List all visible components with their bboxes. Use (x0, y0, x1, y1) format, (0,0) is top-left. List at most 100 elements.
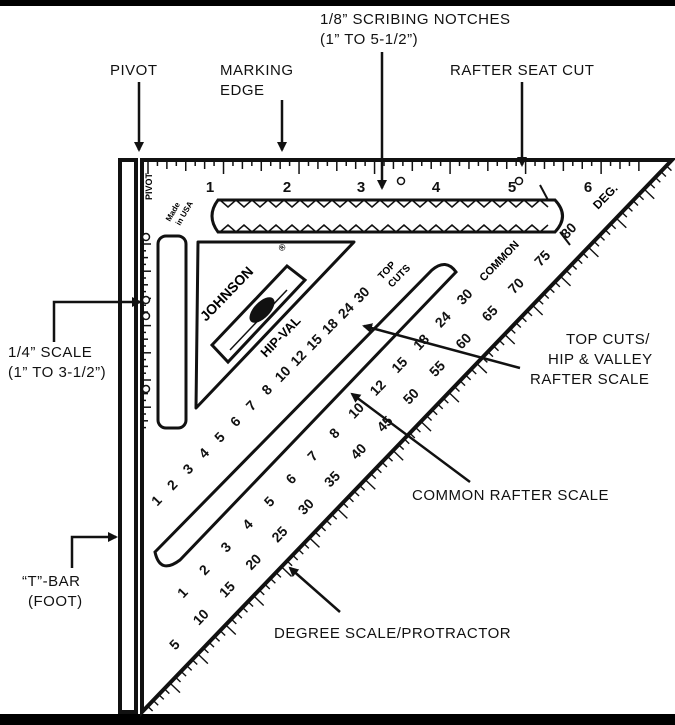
callout-quarter-scale-line2: (1” TO 3-1/2”) (8, 364, 106, 381)
callout-pivot: PIVOT (110, 62, 158, 79)
degree-tick (398, 444, 405, 451)
degree-tick (626, 205, 633, 212)
logo-triangle (194, 240, 356, 410)
degree-tick (459, 380, 466, 387)
degree-tick (197, 653, 209, 665)
callout-scribing-line1: 1/8” SCRIBING NOTCHES (320, 11, 511, 28)
arrow-top-cuts (362, 323, 521, 370)
degree-tick (487, 351, 494, 358)
t-bar-foot (118, 158, 138, 714)
degree-tick (442, 397, 449, 404)
arrow-quarter-scale (52, 297, 142, 342)
degree-tick (236, 612, 243, 619)
degree-tick (532, 304, 544, 316)
inch-scale-numbers: 1 2 3 4 5 6 (206, 179, 592, 196)
degree-tick (241, 606, 248, 613)
degree-tick (308, 537, 320, 548)
degree-tick (548, 287, 555, 294)
callout-marking-line2: EDGE (220, 82, 265, 99)
inch-num: 5 (508, 179, 516, 196)
degree-tick (214, 635, 221, 642)
degree-tick (554, 281, 561, 288)
degree-tick (414, 426, 421, 433)
degree-tick (426, 415, 433, 422)
inch-num: 1 (206, 179, 214, 196)
callout-scribing-line2: (1” TO 5-1/2”) (320, 31, 418, 48)
arrow-degree-scale (288, 566, 341, 613)
rafter-scale-slot (153, 263, 458, 568)
callout-quarter-scale-line1: 1/4” SCALE (8, 344, 92, 361)
degree-tick (147, 705, 154, 712)
degree-tick (571, 264, 578, 270)
degree-tick (370, 473, 377, 480)
inch-num: 3 (357, 179, 365, 196)
degree-tick (615, 217, 627, 229)
scribing-hole-top (396, 176, 406, 186)
inch-ruler-ticks (147, 162, 640, 174)
arrow-common-rafter (350, 392, 471, 484)
degree-tick (437, 403, 444, 410)
degree-tick (453, 386, 460, 392)
callout-rafter-seat: RAFTER SEAT CUT (450, 62, 594, 79)
level-vial (209, 263, 308, 365)
degree-tick (158, 694, 165, 700)
degree-tick (386, 455, 394, 462)
callout-t-bar-line1: “T”-BAR (22, 573, 81, 590)
degree-tick (526, 310, 533, 317)
degree-tick (359, 484, 366, 491)
degree-tick (470, 368, 477, 375)
degree-tick (258, 589, 265, 596)
degree-tick (587, 246, 599, 258)
degree-tick (331, 513, 338, 520)
degree-tick (604, 229, 611, 236)
degree-tick (621, 211, 628, 218)
degree-tick (509, 328, 516, 334)
degree-tick (297, 548, 304, 555)
degree-tick (660, 171, 667, 177)
degree-tick (174, 676, 182, 683)
degree-tick (353, 490, 360, 497)
degree-tick (409, 432, 416, 439)
degree-tick (431, 409, 438, 416)
callout-top-cuts-line3: RAFTER SCALE (530, 371, 649, 388)
degree-tick (225, 624, 237, 636)
inch-num: 6 (584, 179, 592, 196)
degree-tick (476, 362, 488, 374)
degree-tick (247, 601, 254, 607)
degree-tick (598, 235, 606, 241)
degree-tick (253, 595, 265, 606)
callout-top-cuts-line2: HIP & VALLEY (548, 351, 653, 368)
scribing-notch-zigzag (219, 199, 549, 233)
degree-tick (186, 665, 193, 671)
zigzag-row (219, 224, 549, 233)
degree-tick (492, 345, 500, 352)
degree-tick (219, 630, 226, 637)
brand-suffix: ® (276, 241, 288, 253)
degree-tick (230, 618, 237, 625)
degree-tick (336, 508, 348, 519)
inch-num: 2 (283, 179, 291, 196)
degree-tick (504, 333, 516, 345)
degree-tick (515, 322, 522, 329)
scribing-hole-right (514, 176, 524, 186)
callout-marking-line1: MARKING (220, 62, 294, 79)
left-scale-holes (141, 232, 151, 394)
degree-tick (163, 688, 170, 695)
degree-tick (498, 339, 505, 346)
left-vertical-slot (156, 234, 188, 430)
callout-common-rafter: COMMON RAFTER SCALE (412, 487, 609, 504)
degree-tick (264, 583, 271, 590)
degree-tick (565, 269, 572, 276)
degree-tick (375, 467, 382, 474)
degree-tick (448, 391, 460, 403)
degree-tick (342, 502, 349, 509)
degree-tick (403, 438, 410, 445)
degree-tick (381, 461, 388, 468)
degree-tick (208, 641, 215, 648)
degree-tick (325, 519, 332, 526)
callout-arrows (52, 52, 527, 613)
degree-tick (465, 374, 472, 381)
degree-tick (169, 682, 181, 694)
degree-tick (286, 560, 293, 567)
